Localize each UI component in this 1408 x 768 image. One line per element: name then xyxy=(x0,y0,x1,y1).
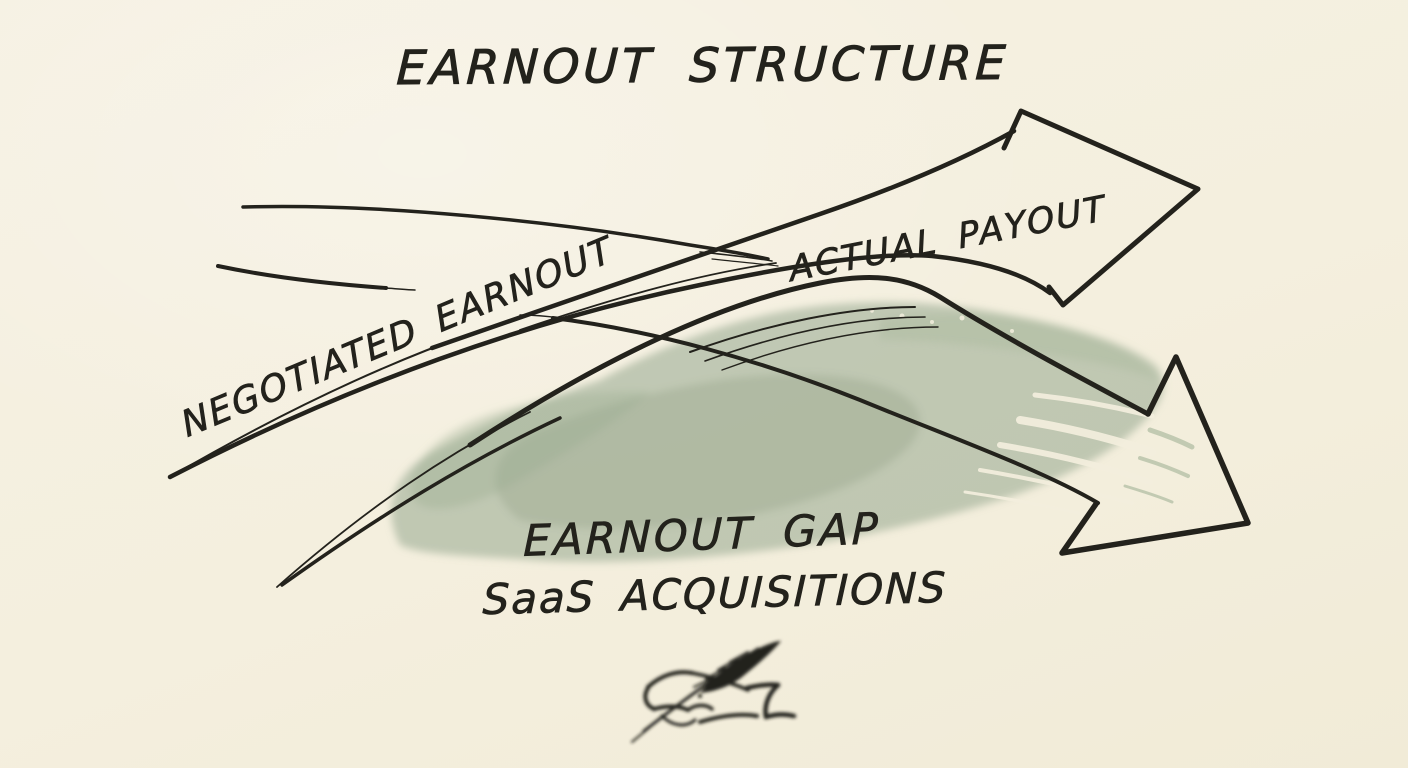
falling-arrow xyxy=(276,275,1251,588)
rising-arrow xyxy=(167,108,1201,480)
page-title: EARNOUT STRUCTURE xyxy=(395,35,1011,97)
caption-earnout-gap: EARNOUT GAP xyxy=(522,504,882,567)
caption-saas-acquisitions: SaaS ACQUISITIONS xyxy=(482,562,948,625)
watercolor-wash xyxy=(391,302,1195,562)
quill-hand-icon xyxy=(631,641,797,743)
